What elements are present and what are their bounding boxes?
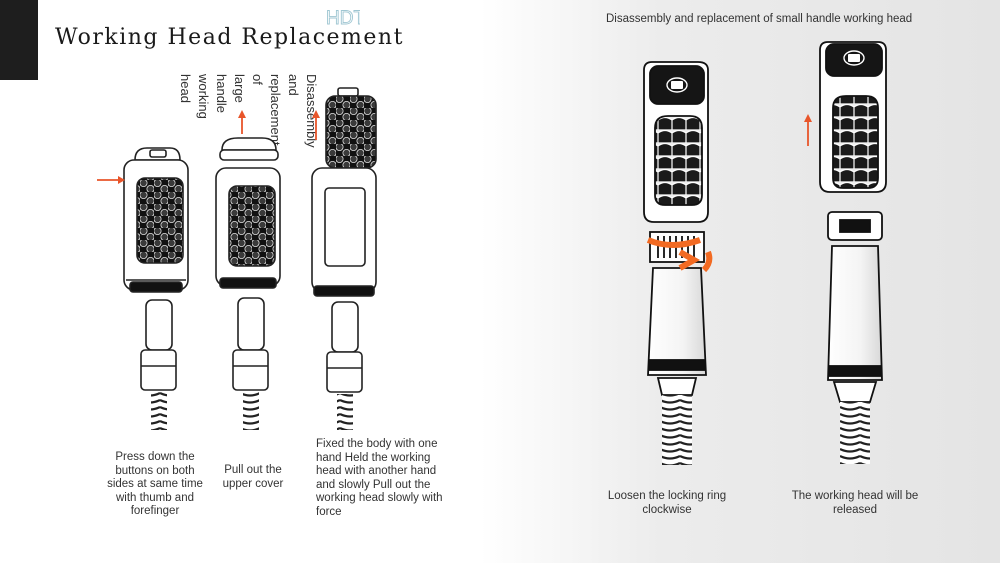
dark-tab-marker bbox=[0, 0, 38, 80]
large-handle-step2-illustration bbox=[215, 137, 281, 430]
small-step2-caption: The working head will be released bbox=[791, 490, 919, 516]
brand-logo: HDT bbox=[326, 8, 360, 30]
step3-caption: Fixed the body with one hand Held the wo… bbox=[316, 438, 443, 518]
step2-caption: Pull out the upper cover bbox=[222, 464, 284, 490]
right-panel-background bbox=[480, 0, 1000, 563]
right-section-title: Disassembly and replacement of small han… bbox=[606, 13, 913, 25]
small-handle-step1-illustration bbox=[643, 61, 709, 465]
small-handle-step2-illustration bbox=[819, 41, 887, 464]
page-title: Working Head Replacement bbox=[55, 25, 404, 50]
large-handle-step1-illustration bbox=[123, 147, 189, 430]
left-section-title: Disassembly and replacement of large han… bbox=[178, 74, 319, 148]
large-handle-step3-illustration bbox=[311, 87, 377, 430]
step1-caption: Press down the buttons on both sides at … bbox=[107, 451, 203, 517]
svg-text:HDT: HDT bbox=[326, 8, 360, 29]
small-step1-caption: Loosen the locking ring clockwise bbox=[607, 490, 727, 516]
